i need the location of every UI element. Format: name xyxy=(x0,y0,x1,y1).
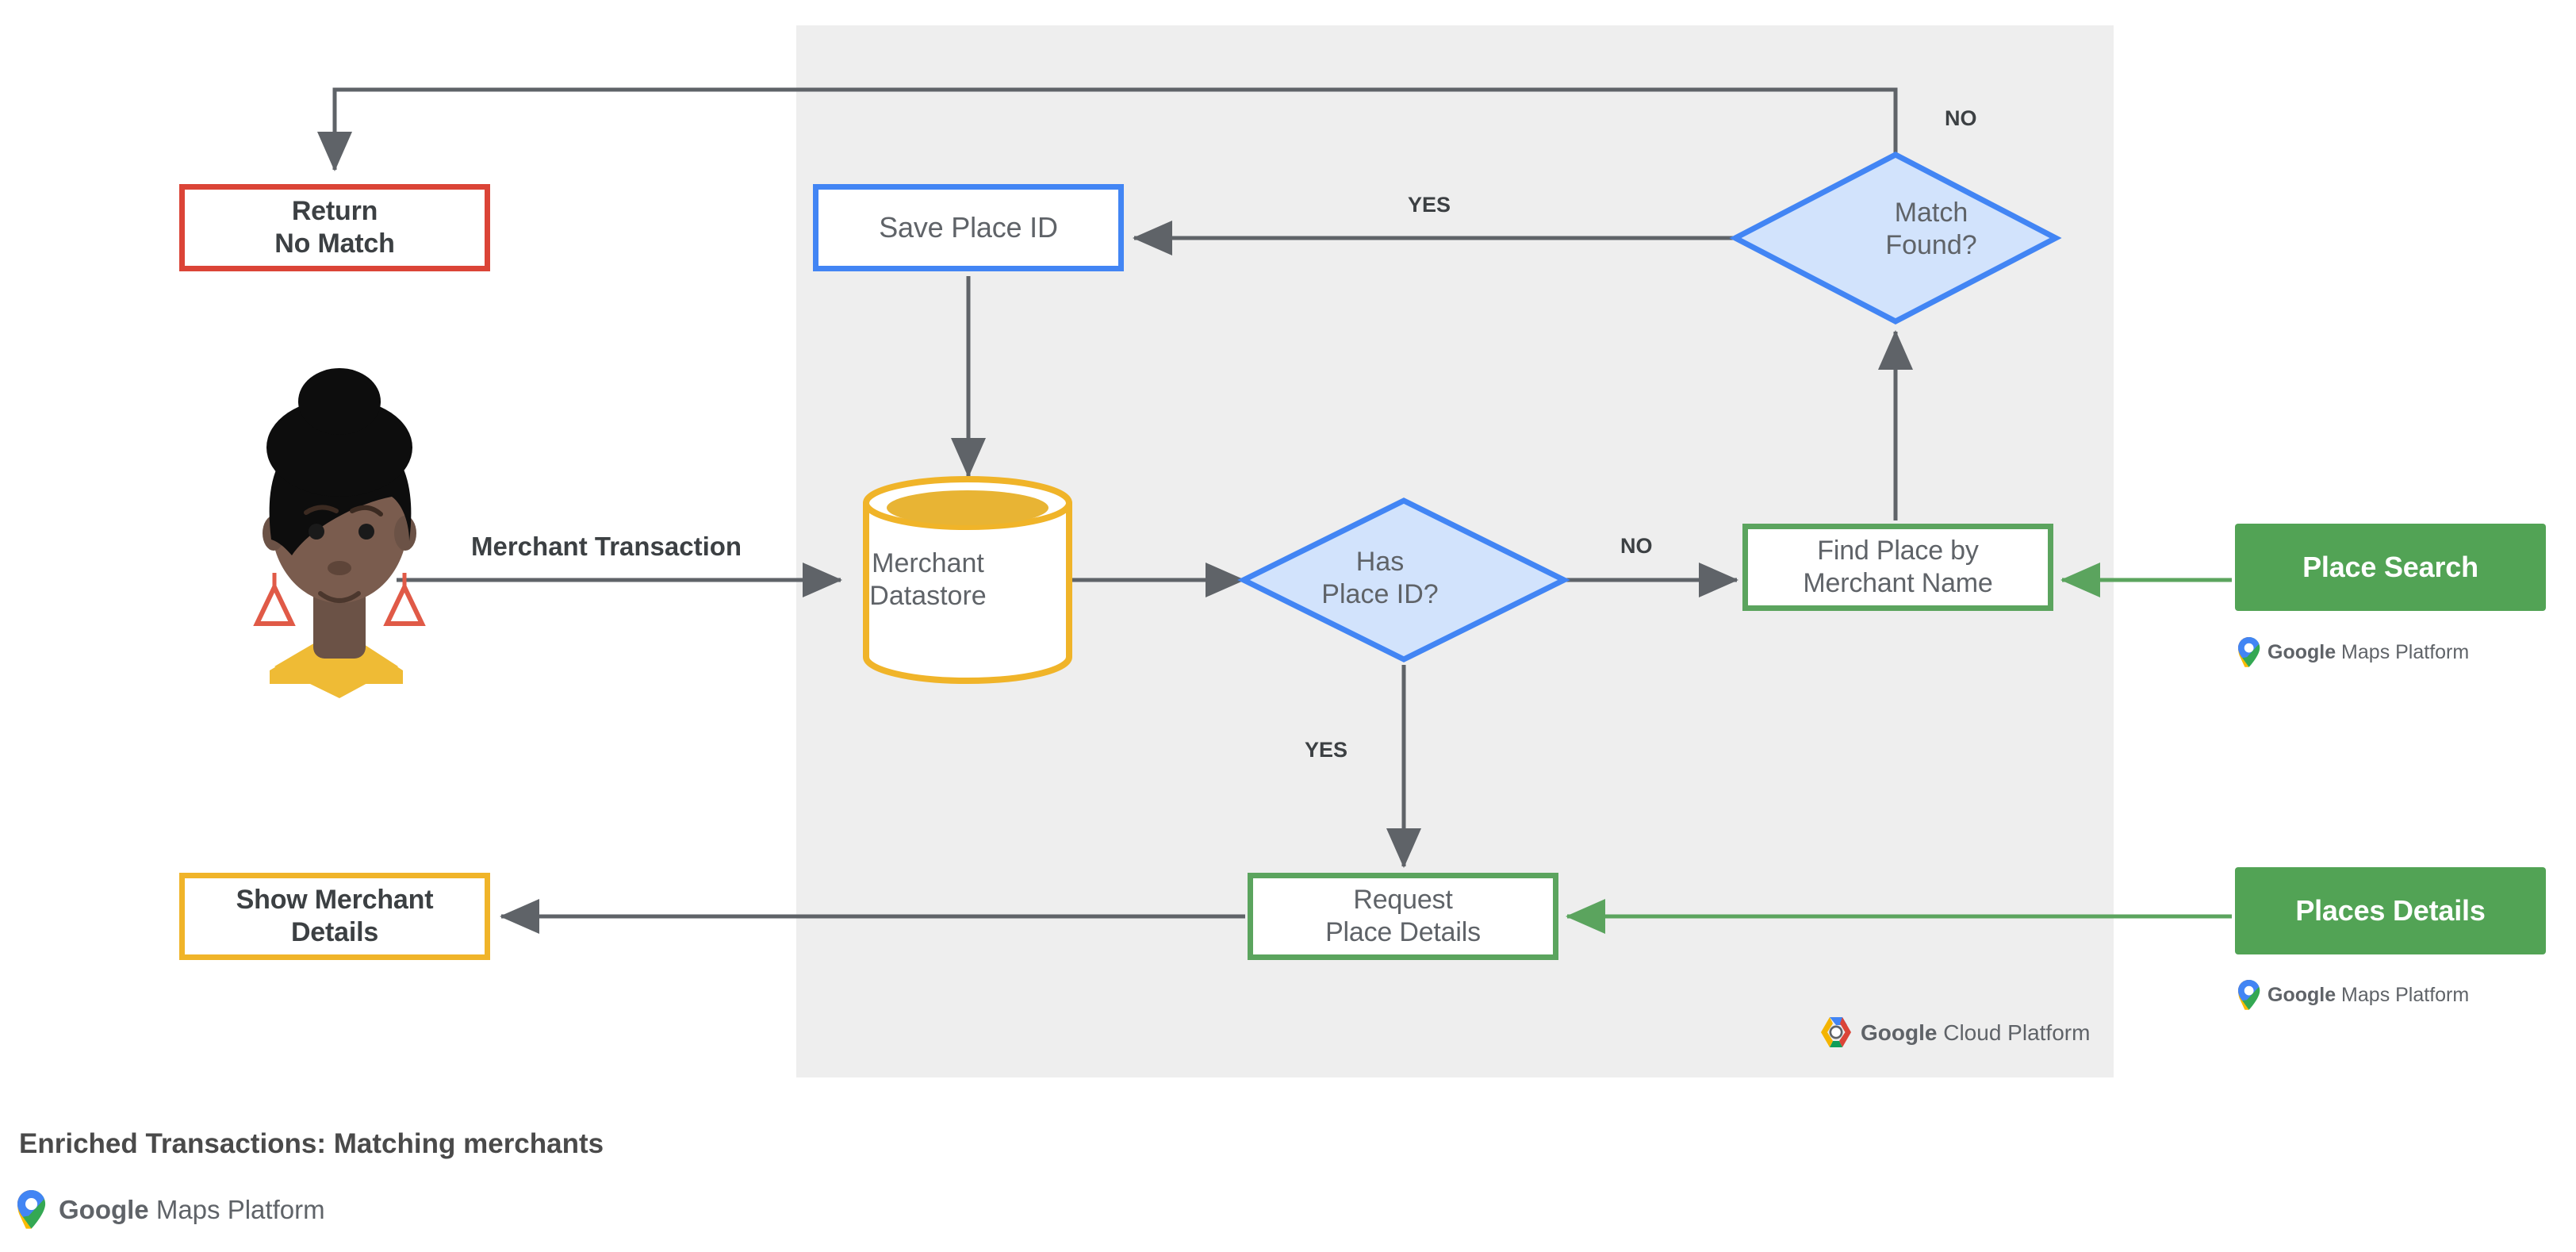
edge-label-merchant-transaction: Merchant Transaction xyxy=(471,532,742,561)
node-place-search-label: Place Search xyxy=(2302,551,2478,583)
node-request-place-details-label: Request Place Details xyxy=(1325,884,1481,947)
maps-platform-lockup-text-places-details: Google Maps Platform xyxy=(2267,983,2470,1006)
node-show-merchant-details[interactable]: Show Merchant Details xyxy=(179,873,490,960)
maps-platform-lockup-text-place-search: Google Maps Platform xyxy=(2267,640,2470,663)
cloud-platform-lockup-text: Google Cloud Platform xyxy=(1861,1020,2091,1045)
datastore-cylinder[interactable] xyxy=(863,476,1072,684)
maps-platform-pin-icon-footer xyxy=(17,1190,46,1229)
cloud-platform-hexagon-icon xyxy=(1821,1017,1851,1047)
user-avatar xyxy=(253,368,426,698)
edge-match-found-no xyxy=(317,87,1898,171)
edge-label-no-match-found: NO xyxy=(1945,106,1977,130)
node-save-place-id-label: Save Place ID xyxy=(879,211,1058,244)
node-return-no-match[interactable]: Return No Match xyxy=(179,184,490,271)
node-find-place-by-merchant-name[interactable]: Find Place by Merchant Name xyxy=(1742,524,2053,611)
edge-label-yes-match-found: YES xyxy=(1408,193,1451,217)
node-return-no-match-label: Return No Match xyxy=(274,195,395,259)
node-request-place-details[interactable]: Request Place Details xyxy=(1248,873,1558,960)
decision-has-place-id[interactable] xyxy=(1237,497,1570,662)
maps-platform-lockup-place-search: Google Maps Platform xyxy=(2238,637,2469,667)
cloud-platform-lockup: Google Cloud Platform xyxy=(1821,1017,2090,1049)
decision-match-found[interactable] xyxy=(1729,152,2062,325)
maps-platform-pin-icon-details xyxy=(2238,980,2260,1010)
node-show-merchant-details-label: Show Merchant Details xyxy=(236,884,434,947)
node-places-details-label: Places Details xyxy=(2295,894,2486,927)
maps-platform-lockup-places-details: Google Maps Platform xyxy=(2238,980,2469,1010)
node-places-details[interactable]: Places Details xyxy=(2235,867,2546,954)
maps-platform-lockup-text-footer: Google Maps Platform xyxy=(59,1195,325,1224)
edge-label-yes-has-place-id: YES xyxy=(1305,738,1348,762)
node-save-place-id[interactable]: Save Place ID xyxy=(813,184,1124,271)
maps-platform-pin-icon-search xyxy=(2238,637,2260,667)
page-title: Enriched Transactions: Matching merchant… xyxy=(19,1128,604,1159)
node-find-place-by-merchant-name-label: Find Place by Merchant Name xyxy=(1803,535,1993,598)
maps-platform-lockup-footer: Google Maps Platform xyxy=(17,1190,325,1230)
node-place-search[interactable]: Place Search xyxy=(2235,524,2546,611)
edge-label-no-has-place-id: NO xyxy=(1620,534,1653,558)
